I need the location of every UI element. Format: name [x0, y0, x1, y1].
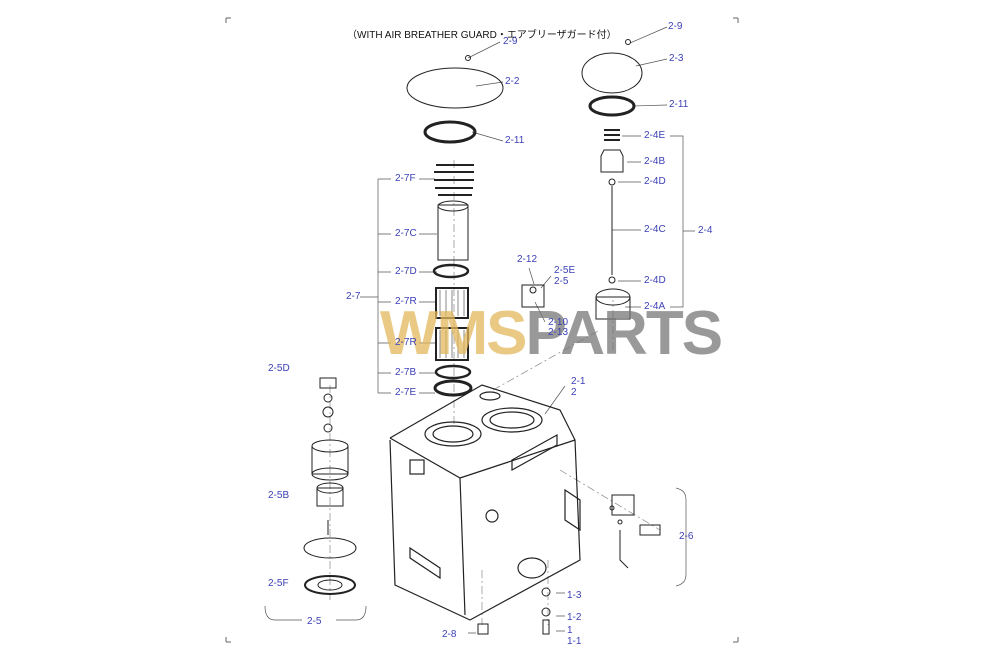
- part-label[interactable]: 2-5: [554, 276, 569, 287]
- part-label[interactable]: 2-7E: [395, 387, 417, 398]
- diagram-title: （WITH AIR BREATHER GUARD・エアブリーザガード付）: [347, 30, 617, 41]
- watermark: WMSPARTS: [380, 298, 724, 369]
- part-label[interactable]: 2-2: [505, 76, 520, 87]
- part-label[interactable]: 2-4D: [644, 176, 666, 187]
- watermark-part1: WMS: [380, 299, 528, 368]
- part-label[interactable]: 2-7B: [395, 367, 417, 378]
- corner-marks: [225, 17, 739, 643]
- part-label[interactable]: 2-7D: [395, 266, 417, 277]
- part-label[interactable]: 1-3: [567, 590, 582, 601]
- part-label[interactable]: 2-4: [698, 225, 713, 236]
- part-label[interactable]: 2-4D: [644, 275, 666, 286]
- part-label[interactable]: 2-4B: [644, 156, 666, 167]
- part-label[interactable]: 2-5E: [554, 265, 576, 276]
- part-label[interactable]: 2-11: [669, 99, 689, 110]
- part-label[interactable]: 2-7R: [395, 296, 417, 307]
- part-label[interactable]: 2-3: [669, 53, 684, 64]
- part-label[interactable]: 2-5D: [268, 363, 290, 374]
- part-label[interactable]: 2-9: [503, 36, 518, 47]
- part-label[interactable]: 2-9: [668, 21, 683, 32]
- part-label[interactable]: 2-7R: [395, 337, 417, 348]
- part-label[interactable]: 2-7: [346, 291, 361, 302]
- part-label[interactable]: 2-4A: [644, 301, 666, 312]
- breather-cap-right: [581, 39, 643, 320]
- assembly-2-5: [303, 377, 357, 595]
- part-label[interactable]: 2-5F: [268, 578, 289, 589]
- part-label[interactable]: 2: [571, 387, 577, 398]
- hydraulic-tank: [389, 384, 581, 621]
- part-label[interactable]: 2-5B: [268, 490, 290, 501]
- part-label[interactable]: 2-13: [548, 327, 569, 338]
- part-label[interactable]: 2-12: [517, 254, 538, 265]
- watermark-part2: PARTS: [525, 299, 724, 368]
- part-label[interactable]: 2-11: [505, 135, 525, 146]
- part-label[interactable]: 2-8: [442, 629, 457, 640]
- part-label[interactable]: 2-4E: [644, 130, 666, 141]
- part-label[interactable]: 1-2: [567, 612, 582, 623]
- breather-cap-left: [406, 55, 504, 397]
- part-label[interactable]: 2-7F: [395, 173, 416, 184]
- part-label[interactable]: 2-4C: [644, 224, 666, 235]
- part-label[interactable]: 1-1: [567, 636, 582, 647]
- part-label[interactable]: 2-1: [571, 376, 586, 387]
- part-label[interactable]: 1: [567, 625, 573, 636]
- bolts-1: [477, 587, 551, 635]
- part-label[interactable]: 2-10: [548, 317, 569, 328]
- part-label[interactable]: 2-5: [307, 616, 322, 627]
- fittings-2-6: [609, 494, 661, 569]
- part-label[interactable]: 2-7C: [395, 228, 417, 239]
- valve-2-12: [521, 284, 545, 308]
- leader-lines: [264, 26, 695, 634]
- part-label[interactable]: 2-6: [679, 531, 694, 542]
